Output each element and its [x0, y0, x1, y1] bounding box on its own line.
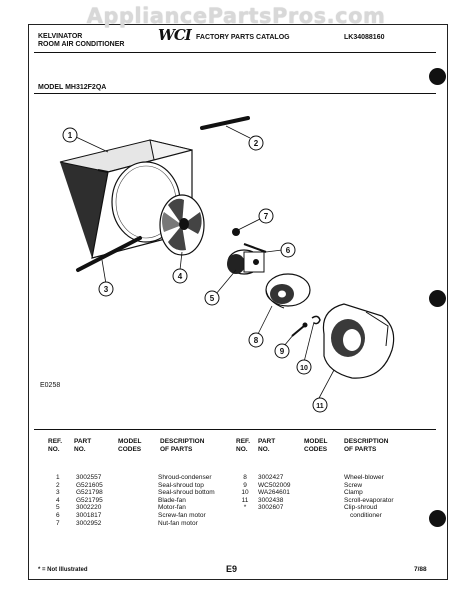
clamp-part — [311, 315, 321, 325]
header-rule — [34, 52, 436, 53]
catalog-number: LK34088160 — [344, 34, 385, 41]
callout-1: 1 — [68, 131, 73, 140]
leader-lines — [75, 125, 335, 401]
brand-name: KELVINATOR — [38, 33, 83, 40]
model-label: MODEL MH312F2QA — [38, 84, 107, 91]
blade-fan-part — [159, 194, 205, 256]
callout-7: 7 — [264, 212, 269, 221]
callout-5: 5 — [210, 294, 215, 303]
callout-8: 8 — [254, 336, 259, 345]
binder-hole — [429, 68, 446, 85]
screw-fan-motor-part — [243, 243, 267, 253]
catalog-title: FACTORY PARTS CATALOG — [196, 34, 290, 41]
callout-bubbles — [62, 127, 328, 413]
header-ref-no: REF.NO. — [236, 438, 251, 453]
product-line: ROOM AIR CONDITIONER — [38, 41, 125, 48]
catalog-page-frame — [28, 24, 448, 580]
seal-shroud-top-part — [200, 116, 250, 130]
callout-11: 11 — [316, 403, 324, 410]
callout-10: 10 — [300, 365, 308, 372]
motor-fan-part — [227, 249, 265, 275]
header-ref-no: REF.NO. — [48, 438, 63, 453]
callout-3: 3 — [104, 285, 109, 294]
page-number: E9 — [226, 564, 238, 574]
diagram-code: E0258 — [40, 382, 61, 389]
binder-hole — [429, 510, 446, 527]
callout-4: 4 — [178, 272, 183, 281]
callout-9: 9 — [280, 347, 285, 356]
table-rule — [34, 429, 436, 430]
revision-date: 7/88 — [414, 566, 427, 573]
scroll-evaporator-part — [322, 303, 395, 379]
callout-2: 2 — [254, 139, 259, 148]
model-rule — [34, 93, 436, 94]
wheel-blower-part — [265, 273, 311, 309]
screw-part — [291, 322, 308, 337]
seal-shroud-bottom-part — [76, 236, 142, 272]
callout-6: 6 — [286, 246, 291, 255]
wci-logo: WCI — [158, 26, 192, 44]
binder-hole — [429, 290, 446, 307]
footnote-not-illustrated: * = Not Illustrated — [38, 567, 88, 573]
